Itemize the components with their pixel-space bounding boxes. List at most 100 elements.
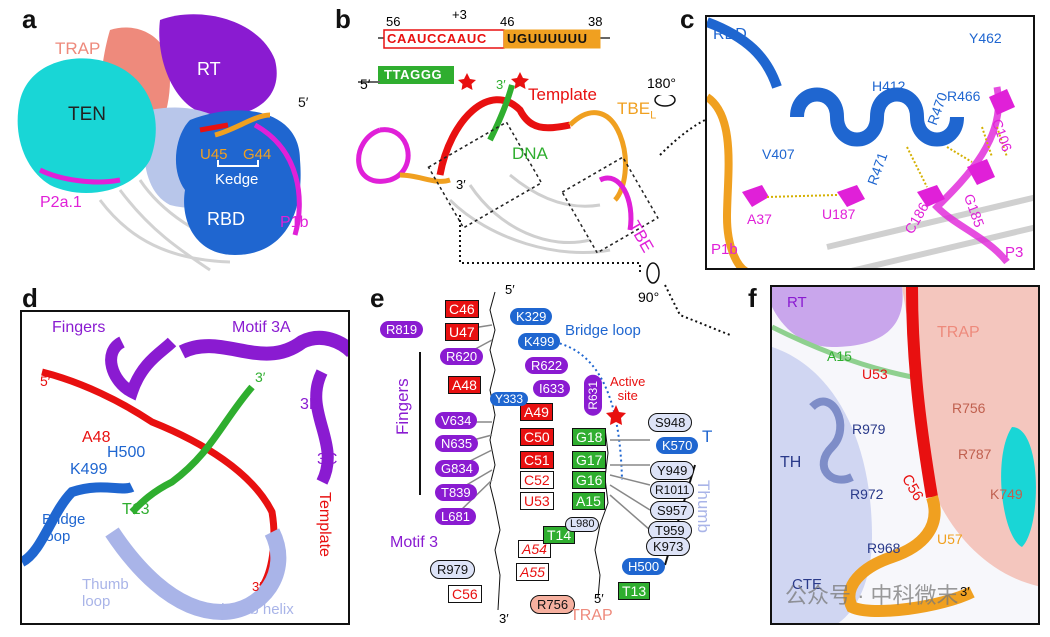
e-res-r979: R979: [430, 560, 476, 579]
panel-f-structure: [772, 287, 1038, 623]
f-th: TH: [780, 454, 802, 471]
d-green-dna: [129, 384, 255, 515]
e-3prime-bot: 3′: [499, 611, 509, 626]
e-res-h500: H500: [622, 558, 666, 575]
e-thumb: Thumb: [694, 480, 713, 533]
e-rna-u47: U47: [445, 323, 479, 341]
d-motif3a: [178, 330, 348, 361]
b-num-38: 38: [588, 14, 603, 29]
d-template: Template: [316, 492, 333, 557]
f-cte: CTE: [792, 576, 822, 593]
panel-c-structure: [707, 17, 1033, 268]
b-dna-seq: TTAGGG: [384, 67, 443, 82]
e-active-site: Active site: [610, 374, 646, 404]
label-a-p2a1: P2a.1: [40, 194, 82, 211]
d-bridge-loop: [22, 482, 135, 567]
e-rna-backbone: [489, 291, 501, 611]
e-res-y333: Y333: [490, 392, 529, 406]
d-thumb: [105, 527, 287, 621]
panel-letter-e: e: [370, 283, 385, 313]
d-3prime-green: 3′: [255, 369, 266, 385]
e-rna-c50: C50: [520, 428, 554, 446]
e-res-t959: T959: [648, 521, 692, 540]
panel-letter-f: f: [748, 283, 757, 313]
b-rot90: 90°: [638, 289, 660, 305]
f-cyan-surface: [1001, 427, 1036, 547]
label-a-p1b: P1b: [280, 214, 309, 231]
e-dna-g17: G17: [572, 451, 607, 469]
e-dna-g16: G16: [572, 471, 607, 489]
d-5prime: 5′: [40, 373, 51, 389]
b-5prime: 5′: [360, 76, 371, 92]
panel-d-frame: Fingers Motif 3A 3B 3C 5′ 3′ A48 H500 K4…: [20, 310, 350, 625]
f-trap: TRAP: [937, 324, 980, 341]
e-res-r620: R620: [440, 348, 484, 365]
e-res-n635: N635: [435, 435, 479, 452]
e-res-s957: S957: [650, 501, 695, 520]
rna-grey-scaffold: [448, 173, 611, 254]
e-dna-backbone: [594, 427, 609, 599]
e-res-k973: K973: [646, 537, 691, 556]
d-motif3bc: [310, 369, 334, 485]
e-res-g834: G834: [435, 460, 479, 477]
e-res-r631: R631: [584, 375, 602, 416]
d-fingers: [105, 336, 177, 401]
f-r968: R968: [867, 540, 901, 556]
panel-letter-a: a: [22, 4, 37, 34]
c-orange-strand: [707, 93, 749, 268]
rt-surface: [159, 14, 277, 116]
b-dashed-left: [427, 121, 543, 229]
e-res-k570: K570: [656, 437, 699, 454]
b-tbe-l-main: TBE: [617, 99, 651, 118]
f-green-strand: [772, 324, 913, 380]
e-dna-a15: A15: [572, 492, 605, 510]
watermark: 公众号 · 中科微末: [785, 583, 959, 608]
b-dna: DNA: [512, 144, 548, 163]
c-v407: V407: [762, 146, 795, 162]
e-res-r819: R819: [380, 321, 424, 338]
d-motif3a-label: Motif 3A: [232, 319, 291, 336]
d-k499: K499: [70, 461, 108, 478]
ten-surface: [17, 58, 156, 193]
f-r756: R756: [952, 400, 986, 416]
e-res-r622: R622: [525, 357, 569, 374]
e-res-y949: Y949: [650, 461, 695, 480]
e-t: T: [702, 427, 713, 446]
panel-f-frame: RT TRAP A15 U53 R756 R979 C56 R787 TH R9…: [770, 285, 1040, 625]
e-res-k499: K499: [518, 333, 561, 350]
f-orange-strand: [843, 495, 975, 617]
label-a-rbd: RBD: [207, 209, 246, 229]
e-5prime-dna: 5′: [594, 591, 604, 606]
label-a-u45: U45: [200, 146, 228, 163]
p1b-rna: [253, 122, 302, 236]
b-tbe-l: TBEL: [617, 100, 656, 121]
f-u57: U57: [937, 531, 963, 547]
c-h412: H412: [872, 78, 906, 94]
f-3prime: 3′: [960, 584, 970, 599]
e-5prime-top: 5′: [505, 282, 515, 297]
c-p1b: P1b: [711, 241, 738, 258]
label-a-kedge: Kedge: [215, 171, 259, 188]
b-3prime-bottom: 3′: [456, 177, 466, 192]
e-rna-c52: C52: [520, 471, 554, 489]
e-res-r756: R756: [530, 595, 576, 614]
b-red-star-1: [458, 73, 476, 90]
e-res-l980: L980: [565, 517, 600, 532]
b-tbe-l-sub: L: [650, 109, 657, 122]
d-bridge-loop: Bridge loop: [42, 511, 86, 545]
e-rna-a49: A49: [520, 403, 553, 421]
d-t13: T13: [122, 501, 150, 518]
e-rna-u53: U53: [520, 492, 554, 510]
c-magenta-p3: [932, 86, 1010, 265]
dna-green-box: [378, 66, 454, 84]
e-rna-c56: C56: [448, 585, 482, 603]
b-3prime-green: 3′: [496, 77, 506, 92]
c-u187: U187: [822, 206, 856, 222]
d-a48: A48: [82, 429, 111, 446]
c-rbd-helix: [790, 87, 964, 147]
e-res-t839: T839: [435, 484, 477, 501]
b-magenta-right: [598, 175, 634, 231]
b-arrows: [459, 95, 731, 336]
e-rna-a55: A55: [516, 563, 549, 581]
d-3b-label: 3B: [300, 396, 320, 413]
